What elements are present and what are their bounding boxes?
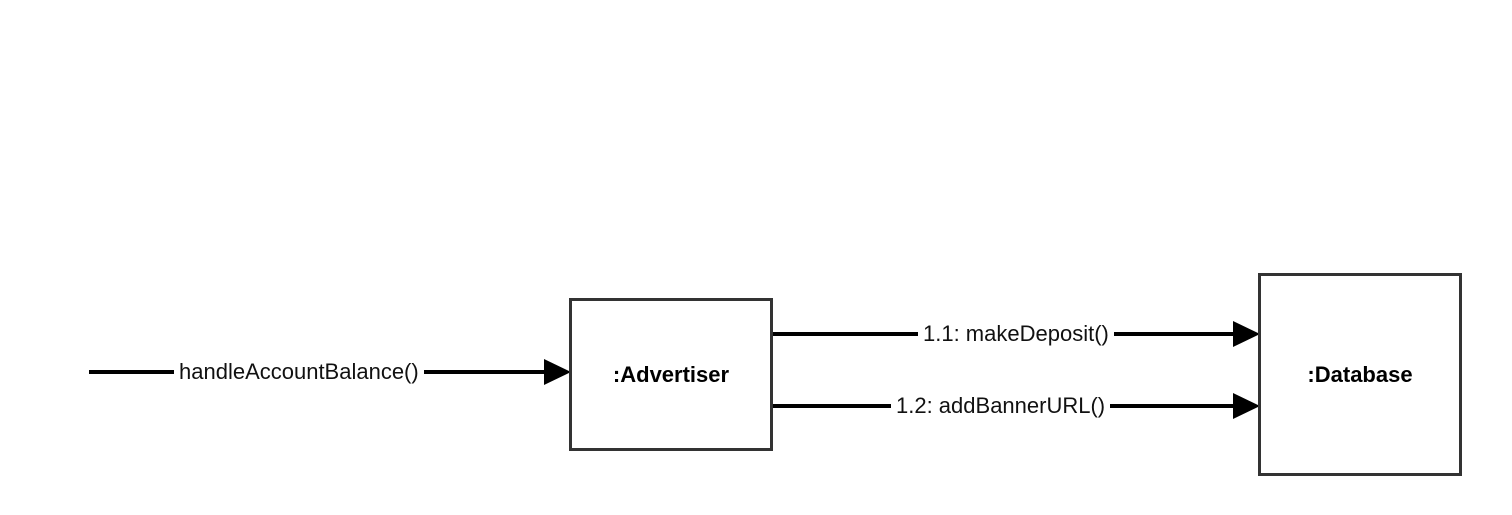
object-label-advertiser: :Advertiser bbox=[612, 361, 730, 387]
arrowhead-makedeposit bbox=[1233, 321, 1260, 347]
arrowhead-handleaccountbalance bbox=[544, 359, 571, 385]
message-label-handleaccountbalance: handleAccountBalance() bbox=[174, 360, 424, 384]
object-database[interactable]: :Database bbox=[1258, 273, 1462, 476]
message-label-makedeposit: 1.1: makeDeposit() bbox=[918, 322, 1114, 346]
message-label-addbannerurl: 1.2: addBannerURL() bbox=[891, 394, 1111, 418]
arrowhead-addbannerurl bbox=[1233, 393, 1260, 419]
object-label-database: :Database bbox=[1307, 361, 1413, 387]
object-advertiser[interactable]: :Advertiser bbox=[569, 298, 773, 451]
